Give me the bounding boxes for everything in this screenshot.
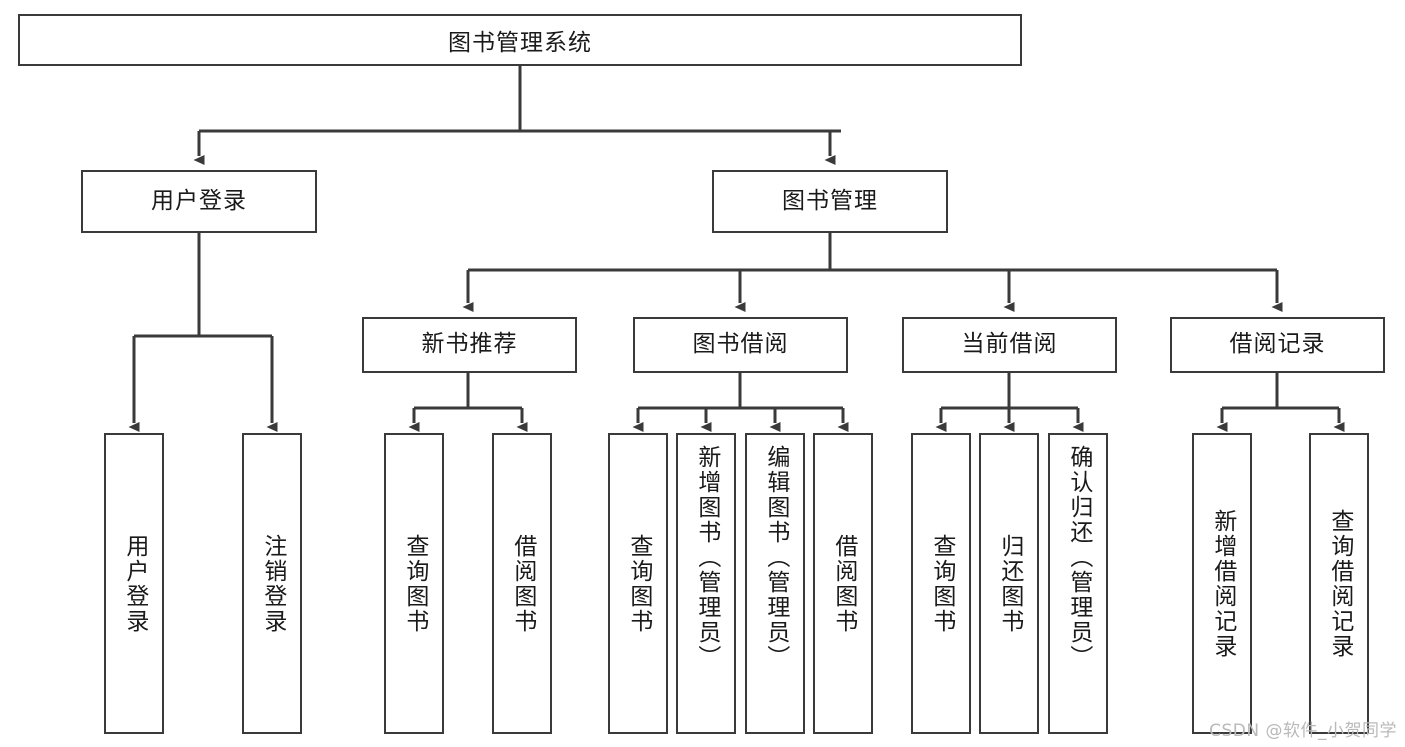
leaf-user-login-signout[interactable]: 注销登录: [242, 433, 302, 734]
csdn-watermark: CSDN @软件_小贺同学: [1209, 721, 1397, 741]
leaf-label: 借阅图书: [509, 533, 536, 634]
leaf-label: 用户登录: [121, 533, 148, 634]
leaf-user-login-signin[interactable]: 用户登录: [104, 433, 164, 734]
leaf-label: 查询图书: [401, 533, 428, 634]
leaf-borrow-borrow-book[interactable]: 借阅图书: [813, 433, 873, 734]
leaf-record-add-record[interactable]: 新增借阅记录: [1192, 433, 1252, 734]
leaf-borrow-query-book[interactable]: 查询图书: [608, 433, 668, 734]
leaf-label: 确认归还（管理员）: [1065, 445, 1092, 670]
node-borrow-record[interactable]: 借阅记录: [1170, 317, 1385, 373]
leaf-current-query-book[interactable]: 查询图书: [911, 433, 971, 734]
leaf-borrow-add-book-admin[interactable]: 新增图书（管理员）: [676, 433, 736, 734]
leaf-record-query-record[interactable]: 查询借阅记录: [1309, 433, 1369, 734]
node-root-system[interactable]: 图书管理系统: [18, 14, 1022, 66]
node-root-label: 图书管理系统: [448, 30, 592, 56]
leaf-label: 归还图书: [996, 533, 1023, 634]
leaf-new-book-borrow[interactable]: 借阅图书: [492, 433, 552, 734]
node-current-borrow-label: 当前借阅: [961, 331, 1058, 358]
leaf-current-confirm-return-admin[interactable]: 确认归还（管理员）: [1048, 433, 1108, 734]
node-book-borrow-label: 图书借阅: [692, 331, 789, 358]
leaf-label: 查询图书: [625, 533, 652, 634]
node-book-borrow[interactable]: 图书借阅: [633, 317, 848, 373]
leaf-label: 查询图书: [928, 533, 955, 634]
leaf-label: 注销登录: [259, 533, 286, 634]
leaf-label: 编辑图书（管理员）: [762, 445, 789, 670]
node-user-login[interactable]: 用户登录: [81, 170, 317, 233]
leaf-label: 新增图书（管理员）: [693, 445, 720, 670]
node-user-login-label: 用户登录: [151, 187, 247, 214]
node-book-management-label: 图书管理: [782, 187, 878, 214]
leaf-label: 借阅图书: [830, 533, 857, 634]
leaf-label: 新增借阅记录: [1209, 508, 1236, 659]
leaf-new-book-query[interactable]: 查询图书: [384, 433, 444, 734]
leaf-label: 查询借阅记录: [1326, 508, 1353, 659]
node-book-management[interactable]: 图书管理: [712, 170, 948, 233]
node-new-book-recommend-label: 新书推荐: [421, 331, 518, 358]
node-borrow-record-label: 借阅记录: [1229, 331, 1326, 358]
node-current-borrow[interactable]: 当前借阅: [902, 317, 1117, 373]
leaf-borrow-edit-book-admin[interactable]: 编辑图书（管理员）: [745, 433, 805, 734]
leaf-current-return-book[interactable]: 归还图书: [979, 433, 1039, 734]
node-new-book-recommend[interactable]: 新书推荐: [362, 317, 577, 373]
